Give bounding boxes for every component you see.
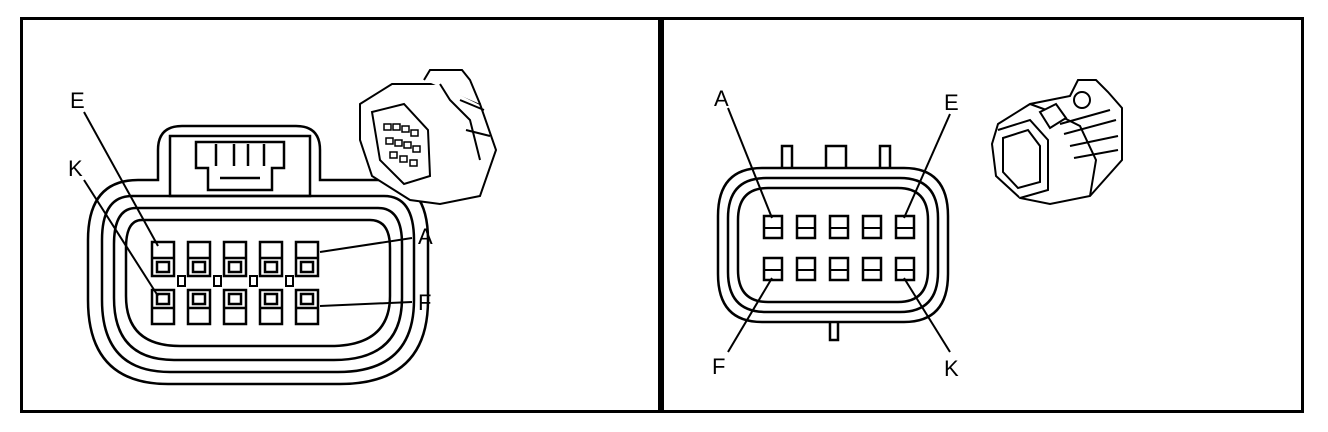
left-leader-a	[319, 237, 413, 253]
right-leader-lines	[727, 107, 951, 353]
right-label-k: K	[944, 356, 959, 381]
right-leader-f	[727, 277, 773, 353]
left-connector-3d-view	[359, 69, 498, 206]
panel-divider	[658, 17, 664, 413]
right-label-a: A	[714, 86, 729, 111]
right-top-tabs	[780, 144, 892, 168]
right-cavity-dividers	[764, 227, 914, 271]
right-label-f: F	[712, 354, 725, 379]
left-leader-lines	[83, 111, 413, 307]
right-connector-shell-ring-3	[736, 186, 930, 304]
left-leader-f	[319, 301, 413, 307]
left-label-e: E	[70, 88, 85, 113]
left-latch-frame	[168, 134, 312, 198]
left-connector-outer-shell	[86, 124, 430, 386]
right-connector-3d-view	[990, 79, 1123, 206]
right-leader-k	[903, 277, 951, 353]
left-label-f: F	[418, 290, 431, 315]
right-label-e: E	[944, 90, 959, 115]
left-connector-shell-ring-3	[112, 206, 404, 362]
right-leader-e	[903, 113, 951, 219]
left-latch-inner	[194, 140, 286, 192]
left-cavity-row-bottom	[150, 288, 320, 326]
left-leader-k	[83, 179, 159, 297]
left-leader-e	[83, 111, 159, 247]
left-cavity-row-top	[150, 240, 320, 278]
left-connector-shell-ring-2	[100, 194, 416, 374]
right-leader-a	[727, 107, 773, 219]
left-label-a: A	[418, 224, 433, 249]
left-connector-shell-ring-4	[124, 218, 392, 348]
right-3d-latch-hole	[1073, 91, 1091, 109]
left-label-k: K	[68, 156, 83, 181]
right-bottom-key	[828, 322, 840, 342]
left-cavity-keys	[177, 275, 294, 287]
right-connector-outer-shell	[716, 166, 950, 324]
right-connector-shell-ring-2	[726, 176, 940, 314]
